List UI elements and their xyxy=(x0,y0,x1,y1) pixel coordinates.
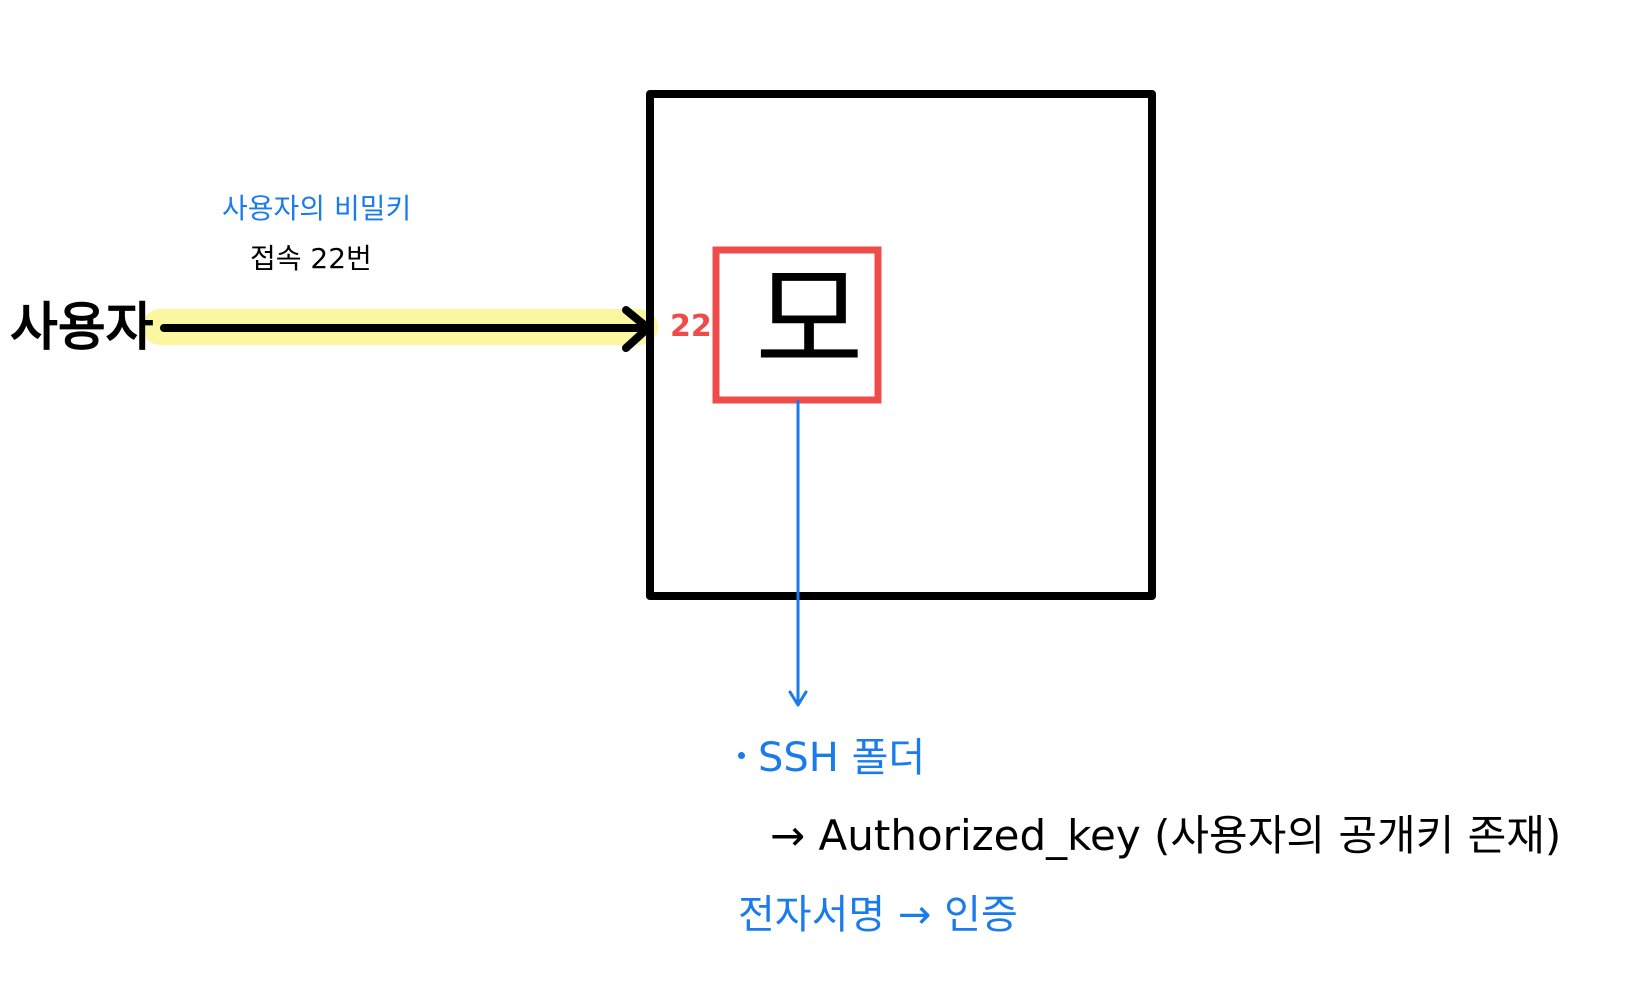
user-label: 사용자 xyxy=(10,298,154,358)
port-number-label: 22 xyxy=(670,309,712,344)
connect-port-label: 접속 22번 xyxy=(250,242,372,275)
ssh-folder-label: SSH 폴더 xyxy=(758,735,926,781)
bullet-dot xyxy=(738,752,745,759)
blue-down-arrow-head xyxy=(788,690,808,707)
authorized-key-label: → Authorized_key (사용자의 공개키 존재) xyxy=(770,811,1562,860)
server-glyph: 모 xyxy=(755,252,864,390)
private-key-label: 사용자의 비밀키 xyxy=(222,192,412,225)
digital-signature-label: 전자서명 → 인증 xyxy=(738,892,1018,938)
server-box xyxy=(646,90,1156,600)
